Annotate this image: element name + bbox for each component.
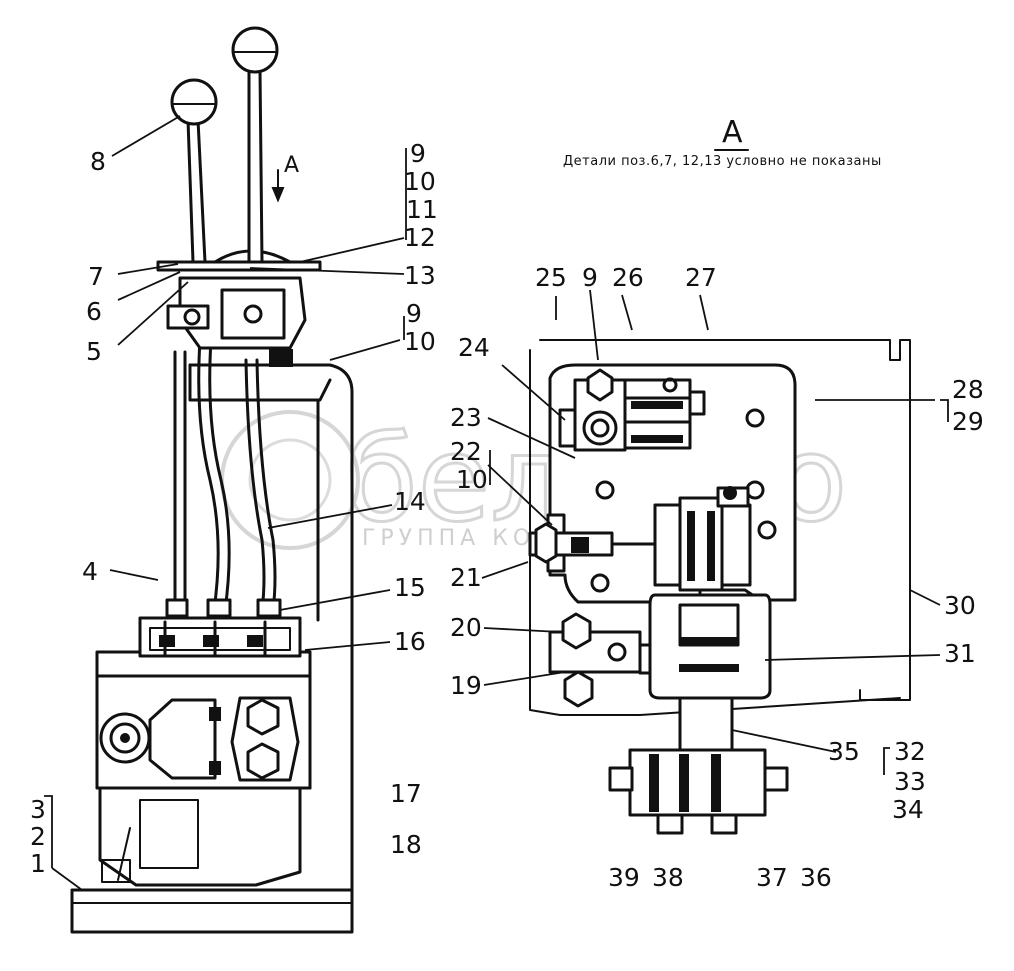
callout-9-top: 9: [410, 139, 426, 168]
callout-14: 14: [394, 487, 426, 516]
callout-2: 2: [30, 822, 46, 851]
callout-9-mid: 9: [406, 299, 422, 328]
view-note: Детали поз.6,7, 12,13 условно не показан…: [563, 154, 882, 169]
callout-39: 39: [608, 863, 640, 892]
distributor-fittings: [149, 620, 291, 657]
callout-34: 34: [892, 795, 924, 824]
callout-23: 23: [450, 403, 482, 432]
callout-7: 7: [88, 262, 104, 291]
callout-10-top: 10: [404, 167, 436, 196]
callout-30: 30: [944, 591, 976, 620]
callout-33: 33: [894, 767, 926, 796]
left-assembly: А: [44, 26, 407, 934]
callout-6: 6: [86, 297, 102, 326]
callout-4: 4: [82, 557, 98, 586]
top-bracket: [558, 368, 706, 452]
callout-35: 35: [828, 737, 860, 766]
view-header: А Детали поз.6,7, 12,13 условно не показ…: [563, 115, 882, 169]
callout-21: 21: [450, 563, 482, 592]
watermark-logo-ring: [220, 410, 360, 550]
callout-11: 11: [406, 195, 438, 224]
callout-32: 32: [894, 737, 926, 766]
callout-29: 29: [952, 407, 984, 436]
callout-36: 36: [800, 863, 832, 892]
bottom-coupling: [608, 748, 789, 835]
callout-24: 24: [458, 333, 490, 362]
left-leaders: [44, 115, 407, 891]
u-yoke: [648, 593, 772, 700]
callout-26: 26: [612, 263, 644, 292]
middle-clamp: [653, 486, 752, 592]
link-arm: [528, 513, 657, 573]
main-housing: [188, 363, 354, 892]
callout-9-right: 9: [582, 263, 598, 292]
callout-38: 38: [652, 863, 684, 892]
callout-5: 5: [86, 337, 102, 366]
lever-left: [170, 78, 218, 264]
callout-20: 20: [450, 613, 482, 642]
shaft: [678, 696, 734, 755]
callout-10-right: 10: [456, 465, 488, 494]
right-leaders: [481, 289, 949, 775]
callout-31: 31: [944, 639, 976, 668]
callout-12: 12: [404, 223, 436, 252]
left-callouts: 8 7 6 5 4 9 10 11 12 13 9 10 14 15 16 17…: [30, 139, 438, 878]
callout-22: 22: [450, 437, 482, 466]
view-arrow-label: А: [284, 153, 299, 178]
base-plate: [70, 888, 354, 934]
callout-19: 19: [450, 671, 482, 700]
callout-3: 3: [30, 795, 46, 824]
view-a: [481, 289, 949, 835]
callout-27: 27: [685, 263, 717, 292]
lever-flange: [156, 260, 322, 272]
callout-17: 17: [390, 779, 422, 808]
view-title: А: [722, 115, 743, 150]
callout-37: 37: [756, 863, 788, 892]
callout-10-mid: 10: [404, 327, 436, 356]
watermark-logo-ring-inner: [248, 438, 332, 522]
callout-1: 1: [30, 849, 46, 878]
control-cables: [165, 338, 282, 618]
callout-8: 8: [90, 147, 106, 176]
callout-18: 18: [390, 830, 422, 859]
callout-25: 25: [535, 263, 567, 292]
control-housing: [166, 276, 307, 367]
callout-15: 15: [394, 573, 426, 602]
view-arrow: А: [271, 153, 299, 203]
right-callouts: 25 9 26 27 24 23 22 10 21 20 19 28 29 30…: [450, 263, 984, 892]
callout-28: 28: [952, 375, 984, 404]
lever-right: [231, 26, 279, 264]
callout-16: 16: [394, 627, 426, 656]
callout-13: 13: [404, 261, 436, 290]
